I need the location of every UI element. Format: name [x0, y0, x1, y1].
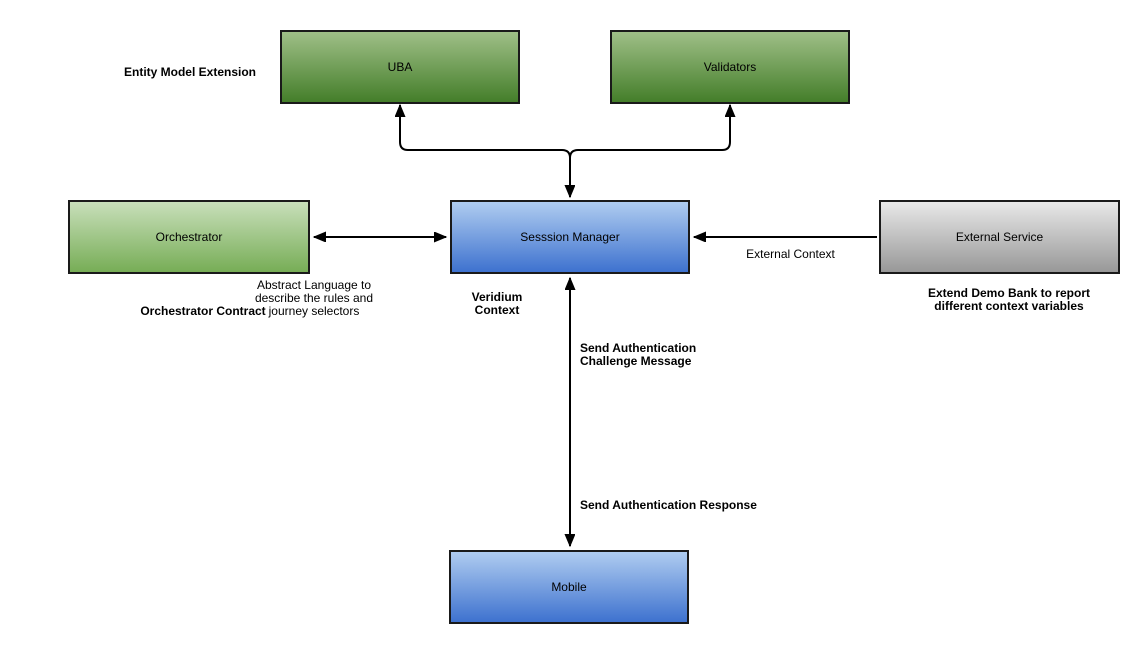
node-orchestrator: Orchestrator	[68, 200, 310, 274]
annotation-send-auth-response: Send Authentication Response	[580, 498, 757, 512]
annotation-veridium-context: Veridium Context	[471, 290, 523, 317]
node-validators-label: Validators	[703, 60, 757, 74]
annotation-orchestrator-contract: Orchestrator Contract	[140, 304, 266, 318]
annotation-abstract-language: Abstract Language to describe the rules …	[254, 278, 374, 318]
annotation-entity-model-extension: Entity Model Extension	[123, 65, 256, 79]
node-uba: UBA	[280, 30, 520, 104]
node-external-service-label: External Service	[955, 230, 1044, 244]
edge-session-manager-uba	[400, 105, 570, 197]
node-orchestrator-label: Orchestrator	[155, 230, 223, 244]
annotation-send-auth-challenge: Send Authentication Challenge Message	[580, 341, 697, 368]
annotation-extend-demo-bank: Extend Demo Bank to report different con…	[927, 286, 1091, 313]
node-session-manager: Sesssion Manager	[450, 200, 690, 274]
edge-session-manager-validators	[569, 105, 730, 159]
node-mobile: Mobile	[449, 550, 689, 624]
node-session-manager-label: Sesssion Manager	[520, 230, 620, 244]
node-external-service: External Service	[879, 200, 1120, 274]
node-validators: Validators	[610, 30, 850, 104]
annotation-external-context: External Context	[746, 247, 835, 261]
node-mobile-label: Mobile	[551, 580, 587, 594]
node-uba-label: UBA	[387, 60, 413, 74]
